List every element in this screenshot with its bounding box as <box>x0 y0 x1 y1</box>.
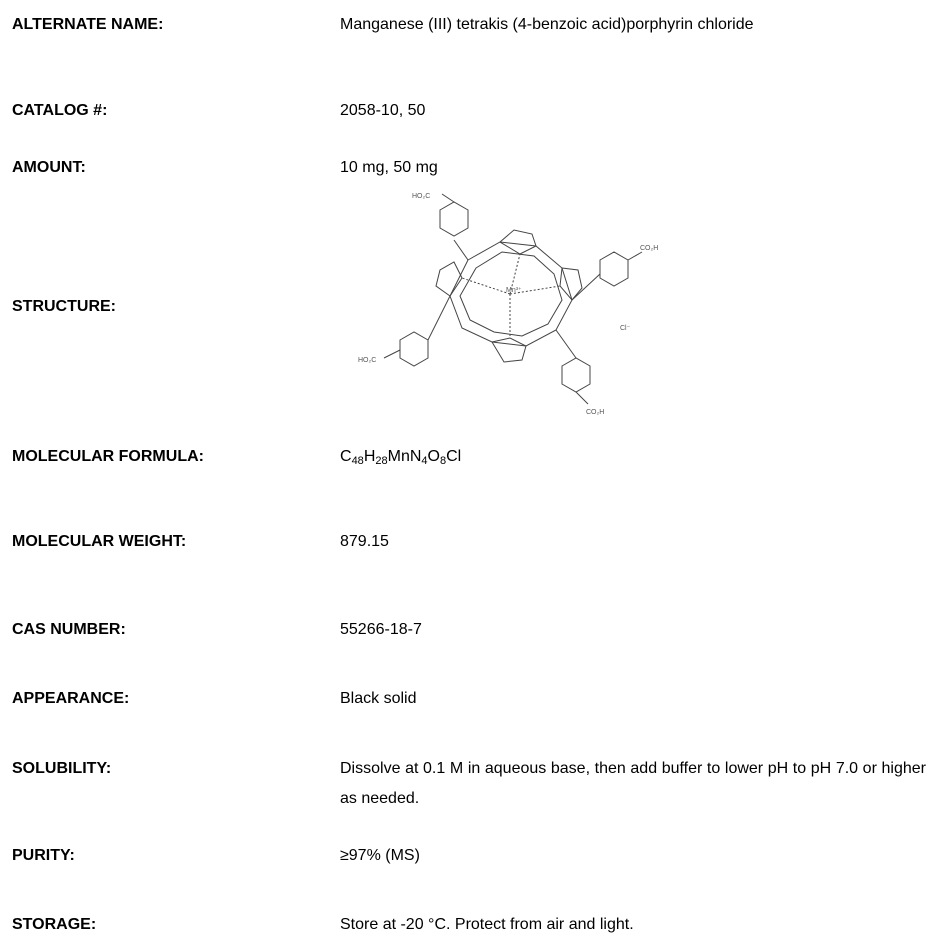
value-appearance: Black solid <box>340 690 417 707</box>
label-molecular-formula: MOLECULAR FORMULA: <box>12 448 204 465</box>
label-structure: STRUCTURE: <box>12 298 116 315</box>
value-molecular-formula: C48H28MnN4O8Cl <box>340 448 462 467</box>
formula-subscript: 8 <box>439 455 447 467</box>
formula-element: Cl <box>446 448 462 465</box>
label-cas-number: CAS NUMBER: <box>12 621 126 638</box>
value-purity: ≥97% (MS) <box>340 847 420 864</box>
label-carboxyl-bottom-right: CO₂H <box>586 409 604 416</box>
label-counter-ion: Cl⁻ <box>620 325 631 332</box>
porphyrin-structure-diagram: HO₂C CO₂H HO₂C CO₂H Mn³⁺ Cl⁻ <box>358 193 658 416</box>
label-storage: STORAGE: <box>12 916 97 933</box>
value-cas-number: 55266-18-7 <box>340 621 422 638</box>
formula-subscript: 4 <box>421 455 428 467</box>
value-storage: Store at -20 °C. Protect from air and li… <box>340 916 634 933</box>
formula-subscript: 28 <box>375 455 388 467</box>
label-carboxyl-right: CO₂H <box>640 245 658 252</box>
value-solubility: Dissolve at 0.1 M in aqueous base, then … <box>340 760 926 807</box>
value-amount: 10 mg, 50 mg <box>340 159 438 176</box>
formula-element: MnN <box>387 448 422 465</box>
label-amount: AMOUNT: <box>12 159 86 176</box>
label-carboxyl-top-left: HO₂C <box>412 193 430 200</box>
label-purity: PURITY: <box>12 847 75 864</box>
label-molecular-weight: MOLECULAR WEIGHT: <box>12 533 187 550</box>
formula-element: O <box>427 448 440 465</box>
value-catalog: 2058-10, 50 <box>340 102 426 119</box>
label-metal-center: Mn³⁺ <box>506 287 522 294</box>
chemical-structure: HO₂C CO₂H HO₂C CO₂H Mn³⁺ Cl⁻ <box>350 190 670 430</box>
value-alternate-name: Manganese (III) tetrakis (4-benzoic acid… <box>340 16 754 33</box>
value-molecular-weight: 879.15 <box>340 533 389 550</box>
formula-subscript: 48 <box>351 455 364 467</box>
label-solubility: SOLUBILITY: <box>12 760 112 777</box>
label-alternate-name: ALTERNATE NAME: <box>12 16 164 33</box>
formula-element: C <box>340 448 352 465</box>
label-catalog: CATALOG #: <box>12 102 108 119</box>
label-appearance: APPEARANCE: <box>12 690 130 707</box>
formula-element: H <box>363 448 376 465</box>
label-carboxyl-bottom-left: HO₂C <box>358 357 376 364</box>
